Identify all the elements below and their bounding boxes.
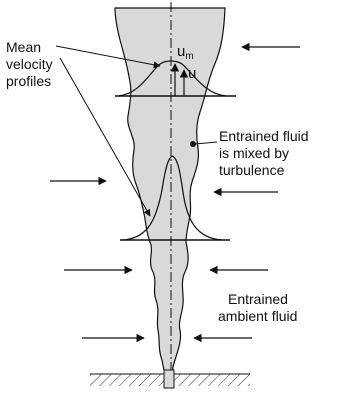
u-symbol: u — [188, 65, 196, 82]
plume-body — [115, 8, 225, 374]
source-nozzle — [164, 370, 174, 388]
mixed-fluid-dot — [190, 141, 196, 147]
label-mean-velocity-profiles: Mean velocity profiles — [6, 39, 57, 89]
label-entrained-ambient-fluid: Entrained ambient fluid — [218, 291, 297, 324]
label-entrained-fluid-mixed: Entrained fluid is mixed by turbulence — [219, 128, 312, 178]
leader-line-mixed-fluid — [195, 142, 217, 144]
